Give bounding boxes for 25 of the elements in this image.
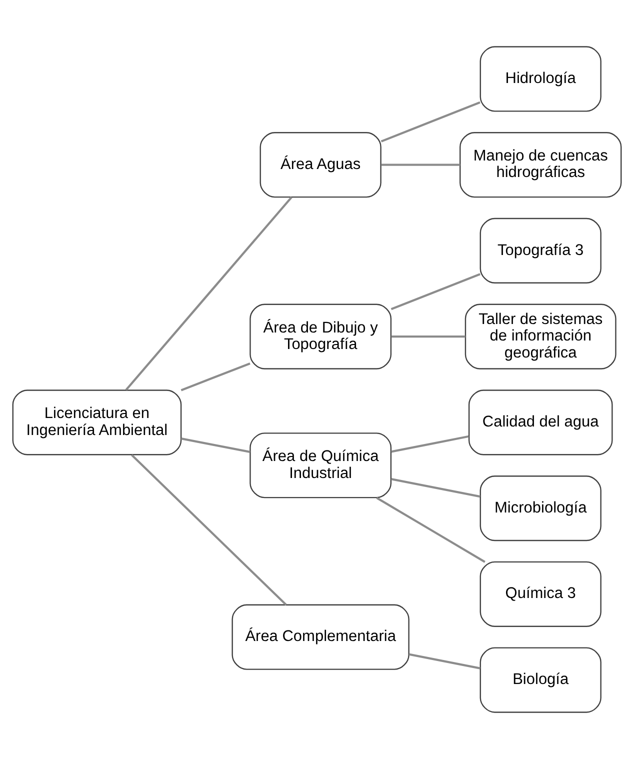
connector: [391, 335, 466, 338]
connector: [131, 454, 287, 606]
connector: [180, 437, 250, 452]
connector: [376, 496, 486, 562]
connector: [180, 362, 250, 391]
connector: [391, 434, 469, 452]
node-box: Química 3: [480, 560, 602, 626]
node-box: Topografía 3: [480, 217, 602, 283]
node-box: Licenciatura en Ingeniería Ambiental: [12, 389, 182, 455]
connector: [381, 163, 460, 166]
node-box: Taller de sistemas de información geográfica: [464, 303, 616, 369]
node-box: Calidad del agua: [468, 389, 613, 455]
connector: [390, 272, 481, 310]
node-box: Área Complementaria: [232, 604, 410, 670]
node-box: Hidrología: [480, 46, 602, 112]
connector: [125, 196, 292, 390]
node-box: Área de Química Industrial: [250, 432, 392, 498]
node-box: Área Aguas: [260, 132, 382, 198]
node-box: Biología: [480, 646, 602, 712]
connector: [408, 652, 480, 669]
node-box: Manejo de cuencas hidrográficas: [460, 132, 622, 198]
node-box: Área de Dibujo y Topografía: [250, 303, 392, 369]
node-box: Microbiología: [480, 475, 602, 541]
connector: [391, 478, 480, 498]
connector: [380, 100, 480, 142]
